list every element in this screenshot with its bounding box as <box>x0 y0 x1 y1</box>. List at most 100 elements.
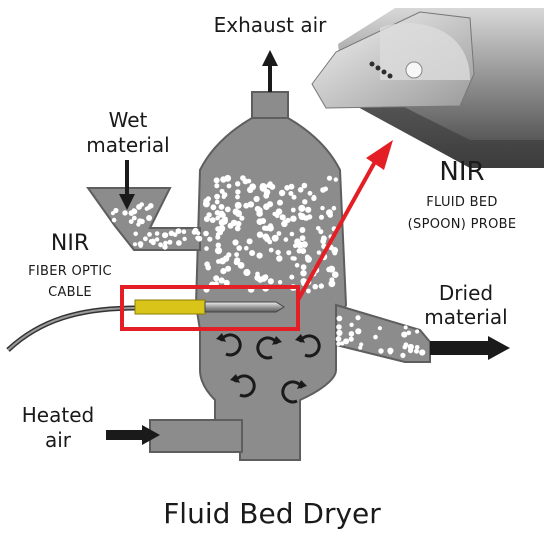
dried-material-label-line2: material <box>424 305 507 329</box>
particle <box>239 215 245 221</box>
particle <box>237 262 245 269</box>
particle <box>300 248 307 254</box>
particle <box>335 336 342 342</box>
particle <box>234 252 240 257</box>
particle <box>256 218 264 225</box>
exhaust-arrow-icon <box>262 50 278 92</box>
particle <box>240 175 246 181</box>
particle <box>323 186 328 192</box>
particle <box>406 330 412 336</box>
particle <box>138 243 143 248</box>
particle <box>272 211 277 217</box>
particle <box>316 250 322 255</box>
circular-arrow-icon <box>295 334 321 358</box>
particle <box>220 268 227 275</box>
wet-material-arrow-icon <box>119 160 135 210</box>
particle <box>343 338 350 345</box>
circular-arrow-icon <box>216 333 242 357</box>
particle <box>336 329 343 337</box>
particle <box>415 329 420 334</box>
particle <box>219 188 225 194</box>
particle <box>247 186 254 194</box>
particle <box>137 218 143 224</box>
particle <box>283 237 289 242</box>
particle <box>326 209 333 217</box>
material-particles <box>110 174 426 358</box>
circular-arrow-icon <box>281 380 307 404</box>
particle <box>277 280 283 285</box>
circular-arrow-icon <box>230 374 256 398</box>
particle <box>299 227 306 233</box>
particle <box>290 215 297 222</box>
particle <box>289 274 295 280</box>
particle <box>301 182 308 189</box>
particle <box>213 275 220 282</box>
particle <box>263 192 270 199</box>
particle <box>326 175 333 181</box>
particle <box>387 347 394 354</box>
particle <box>355 315 361 321</box>
particle <box>299 235 306 242</box>
particle <box>131 215 137 221</box>
particle <box>336 315 343 322</box>
particle <box>218 277 225 284</box>
particle <box>222 216 228 222</box>
particle <box>162 244 168 250</box>
particle <box>131 208 137 213</box>
particle <box>294 238 301 245</box>
particle <box>277 199 283 206</box>
dried-material-label-line1: Dried <box>439 281 493 305</box>
particle <box>302 215 308 221</box>
particle <box>293 243 298 249</box>
particle <box>290 256 295 261</box>
particle <box>302 199 308 205</box>
particle <box>214 199 220 205</box>
particle <box>266 183 272 189</box>
particle <box>111 217 117 223</box>
particle <box>318 229 324 235</box>
particle <box>336 324 342 330</box>
particle <box>232 239 239 246</box>
particle <box>234 201 242 209</box>
particle <box>263 274 269 280</box>
spoon-probe-image <box>311 8 544 168</box>
nir-cable-label-line1: FIBER OPTIC <box>28 264 112 279</box>
particle <box>213 281 219 287</box>
particle <box>294 263 300 268</box>
particle <box>210 204 217 211</box>
particle <box>207 236 213 242</box>
particle <box>263 203 270 210</box>
particle <box>332 250 338 256</box>
particle <box>213 177 220 184</box>
particle <box>414 345 420 350</box>
particle <box>226 183 232 189</box>
particle <box>235 181 241 187</box>
particle <box>419 349 426 356</box>
particle <box>286 250 292 256</box>
wet-material-label-line1: Wet <box>109 108 148 132</box>
particle <box>175 228 182 235</box>
particle <box>276 231 282 236</box>
fiber-optic-cable <box>6 299 285 352</box>
particle <box>243 202 250 209</box>
wet-material-label-line2: material <box>86 133 169 157</box>
particle <box>215 215 220 221</box>
particle <box>133 242 137 247</box>
particle <box>306 288 311 294</box>
particle <box>234 225 241 232</box>
particle <box>158 242 164 248</box>
particle <box>235 210 242 217</box>
particle <box>146 205 151 210</box>
particle <box>209 217 216 224</box>
particle <box>235 189 241 195</box>
heated-air-label-line1: Heated <box>22 403 94 427</box>
particle <box>143 236 148 242</box>
particle <box>268 247 274 253</box>
particle <box>378 348 384 354</box>
mixing-circulation-icons <box>216 333 321 404</box>
particle <box>164 233 169 237</box>
particle <box>312 283 319 290</box>
probe-window-holes-icon <box>369 61 393 79</box>
particle <box>349 322 354 327</box>
